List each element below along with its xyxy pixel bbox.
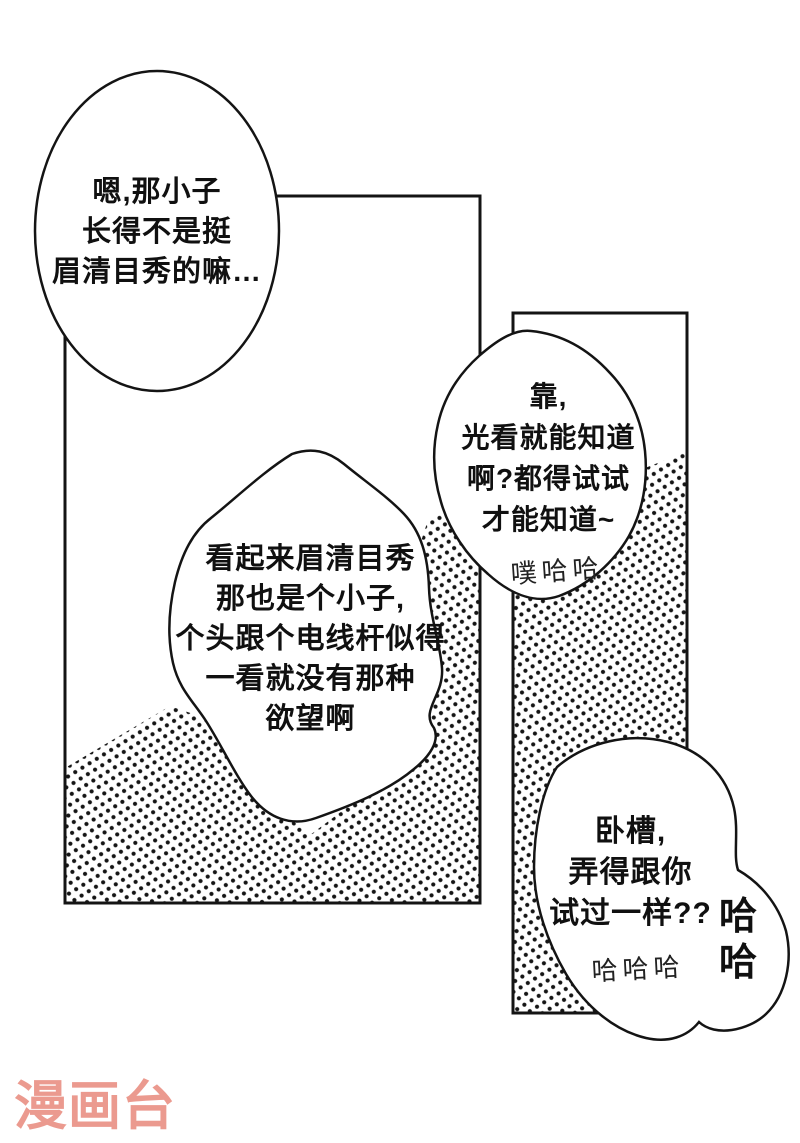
speech-bubble-4-laugh-text: 哈哈哈 [590,951,686,987]
speech-bubble-2-text: 看起来眉清目秀 那也是个小子, 个头跟个电线杆似得 一看就没有那种 欲望啊 [175,543,446,735]
speech-bubble-3-text: 靠, 光看就能知道 啊?都得试试 才能知道~ [461,381,636,535]
speech-bubble-4-side-laugh-text: 哈 哈 [718,896,757,984]
speech-bubble-3 [432,329,648,601]
speech-bubble-1 [33,69,281,393]
speech-bubble-2 [168,449,444,823]
speech-bubble-4 [532,736,790,1041]
speech-bubble-1-text: 嗯,那小子 长得不是挺 眉清目秀的嘛… [51,176,262,288]
speech-bubble-4-text: 卧槽, 弄得跟你 试过一样?? [549,815,712,930]
halftone-left-panel [65,503,479,902]
watermark-logo: 漫画台 [14,1077,176,1136]
